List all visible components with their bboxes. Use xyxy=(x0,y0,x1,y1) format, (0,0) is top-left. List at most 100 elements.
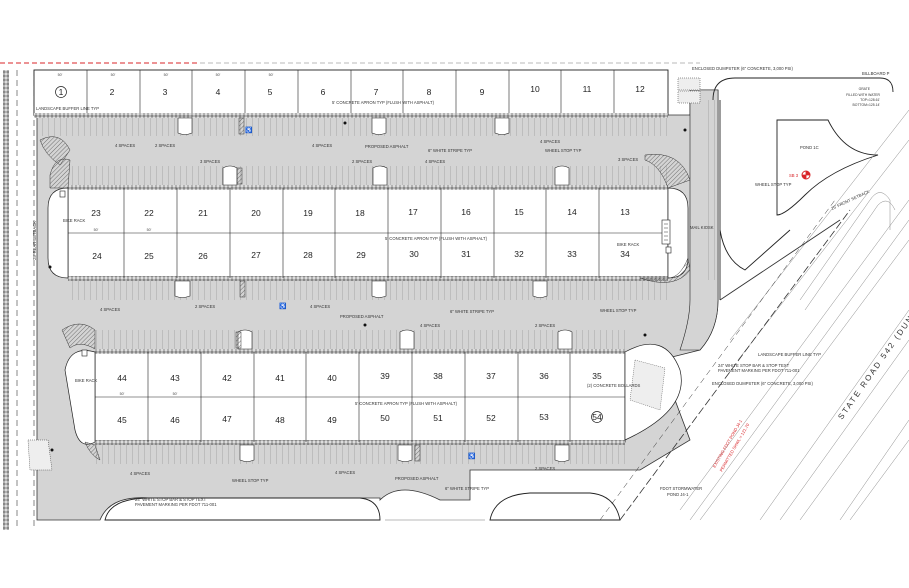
bike-rack-label: BIKE RACK xyxy=(617,242,640,247)
white-stripe-label: 6" WHITE STRIPE TYP xyxy=(428,148,472,153)
lot-number: 24 xyxy=(92,251,102,261)
lot-number: 9 xyxy=(480,87,485,97)
lot-number: 8 xyxy=(427,87,432,97)
concrete-apron-label-3: 5' CONCRETE APRON TYP (FLUSH WITH ASPHAL… xyxy=(355,401,458,406)
svg-text:♿: ♿ xyxy=(468,452,476,460)
lot-number: 14 xyxy=(567,207,577,217)
lot-number: 32 xyxy=(514,249,524,259)
wheel-stop-label-3: WHEEL STOP TYP xyxy=(232,478,269,483)
pond-1c xyxy=(776,119,879,216)
filled-water-label: FILLED WITH WATER xyxy=(846,93,880,97)
lot-number: 47 xyxy=(222,414,232,424)
lot-number: 16 xyxy=(461,207,471,217)
svg-text:4 SPACES: 4 SPACES xyxy=(420,323,440,328)
svg-text:2 SPACES: 2 SPACES xyxy=(352,159,372,164)
lot-number: 50 xyxy=(380,413,390,423)
lot-number: 44 xyxy=(117,373,127,383)
proposed-asphalt-label-3: PROPOSED ASPHALT xyxy=(395,476,439,481)
state-road-label: STATE ROAD 542 (DUNDEE xyxy=(836,295,909,422)
svg-text:4 SPACES: 4 SPACES xyxy=(130,471,150,476)
lot-number: 22 xyxy=(144,208,154,218)
svg-text:2 SPACES: 2 SPACES xyxy=(535,323,555,328)
state-road-542 xyxy=(599,109,909,521)
lot-number: 45 xyxy=(117,415,127,425)
lot-number: 17 xyxy=(408,207,418,217)
lot-number: 27 xyxy=(251,250,261,260)
white-stripe-label-3: 6" WHITE STRIPE TYP xyxy=(445,486,489,491)
svg-text:50': 50' xyxy=(94,228,99,232)
fdot-stormwater-label-2: POND J4-1 xyxy=(667,492,689,497)
lot-number: 46 xyxy=(170,415,180,425)
mail-kiosk-label: MAIL KIOSK xyxy=(690,225,714,230)
lot-number: 23 xyxy=(91,208,101,218)
parking-space-labels: 4 SPACES 2 SPACES 3 SPACES 4 SPACES 2 SP… xyxy=(100,139,638,476)
lot-number: 3 xyxy=(163,87,168,97)
billboard-label: BILLBOARD P xyxy=(862,71,890,76)
svg-text:50': 50' xyxy=(216,73,221,77)
lot-number: 21 xyxy=(198,208,208,218)
lot-number: 12 xyxy=(635,84,645,94)
lot-number: 48 xyxy=(275,415,285,425)
lot-row-3-top-numbers: 44 43 42 41 40 39 38 37 36 35 xyxy=(117,371,602,383)
lot-number: 28 xyxy=(303,250,313,260)
lot-number: 42 xyxy=(222,373,232,383)
dumpster-enclosure-top xyxy=(677,90,701,104)
wheel-stop-label-4: WHEEL STOP TYP xyxy=(755,182,792,187)
sb3-label: SB 3 xyxy=(789,173,799,178)
wheel-stop-label-2: WHEEL STOP TYP xyxy=(600,308,637,313)
handicap-stall-icons: ♿ ♿ ♿ xyxy=(245,126,476,460)
lot-number: 54 xyxy=(592,412,602,422)
stop-bar-right-1: 24" WHITE STOP BAR & STOP TEXT xyxy=(718,363,790,368)
lot-number: 41 xyxy=(275,373,285,383)
lot-row-3-bottom-numbers: 45 46 47 48 49 50 51 52 53 54 xyxy=(117,411,603,425)
svg-text:50': 50' xyxy=(269,73,274,77)
lot-row-2-top-numbers: 23 22 21 20 19 18 17 16 15 14 13 xyxy=(91,207,630,218)
front-setback-label: 25' FRONT SETBACK xyxy=(830,189,870,211)
lot-number: 29 xyxy=(356,250,366,260)
bike-rack-icon xyxy=(81,349,88,357)
svg-text:4 SPACES: 4 SPACES xyxy=(310,304,330,309)
svg-text:4 SPACES: 4 SPACES xyxy=(540,139,560,144)
bike-rack-icon xyxy=(665,246,672,254)
svg-text:50': 50' xyxy=(58,73,63,77)
wheel-stop-label: WHEEL STOP TYP xyxy=(545,148,582,153)
proposed-asphalt-label: PROPOSED ASPHALT xyxy=(365,144,409,149)
svg-text:4 SPACES: 4 SPACES xyxy=(312,143,332,148)
lot-number: 4 xyxy=(216,87,221,97)
lot-1[interactable] xyxy=(55,86,67,98)
bike-rack-icon xyxy=(59,190,66,198)
dumpster-label-top: ENCLOSED DUMPSTER (6" CONCRETE, 3,000 PS… xyxy=(692,66,793,71)
svg-text:50': 50' xyxy=(120,392,125,396)
bike-rack-label-3: BIKE RACK xyxy=(75,378,98,383)
lot-number: 15 xyxy=(514,207,524,217)
parking-stalls xyxy=(37,118,668,464)
svg-text:2 SPACES: 2 SPACES xyxy=(535,466,555,471)
rear-setback-label: 25' REAR SETBACK xyxy=(32,221,37,260)
stop-bar-label-bottom-2: PAVEMENT MARKING PER FDOT 711-001 xyxy=(135,502,217,507)
landscape-buffer-right-label: LANDSCAPE BUFFER LINE TYP xyxy=(758,352,821,357)
lot-number: 35 xyxy=(592,371,602,381)
svg-text:50': 50' xyxy=(164,73,169,77)
svg-text:50': 50' xyxy=(173,392,178,396)
lot-number: 49 xyxy=(327,415,337,425)
lot-number: 6 xyxy=(321,87,326,97)
landscape-islands xyxy=(174,117,573,462)
stop-bar-label-bottom: 24" WHITE STOP BAR & STOP TEXT xyxy=(135,497,207,502)
left-boundary-wall xyxy=(3,70,9,530)
white-stripe-label-2: 6" WHITE STRIPE TYP xyxy=(450,309,494,314)
svg-text:50': 50' xyxy=(111,73,116,77)
dumpster-enclosure-left xyxy=(27,439,53,471)
lot-number: 53 xyxy=(539,412,549,422)
lot-number: 13 xyxy=(620,207,630,217)
bottom-elevation: BOTTOM=125.14' xyxy=(853,103,881,107)
lot-number: 19 xyxy=(303,208,313,218)
lot-number: 5 xyxy=(268,87,273,97)
lot-number: 34 xyxy=(620,249,630,259)
fdot-stormwater-label-1: FDOT STORMWATER xyxy=(660,486,702,491)
lot-number: 39 xyxy=(380,371,390,381)
lot-number: 30 xyxy=(409,249,419,259)
lot-number: 26 xyxy=(198,251,208,261)
lot-number: 52 xyxy=(486,413,496,423)
svg-text:4 SPACES: 4 SPACES xyxy=(425,159,445,164)
